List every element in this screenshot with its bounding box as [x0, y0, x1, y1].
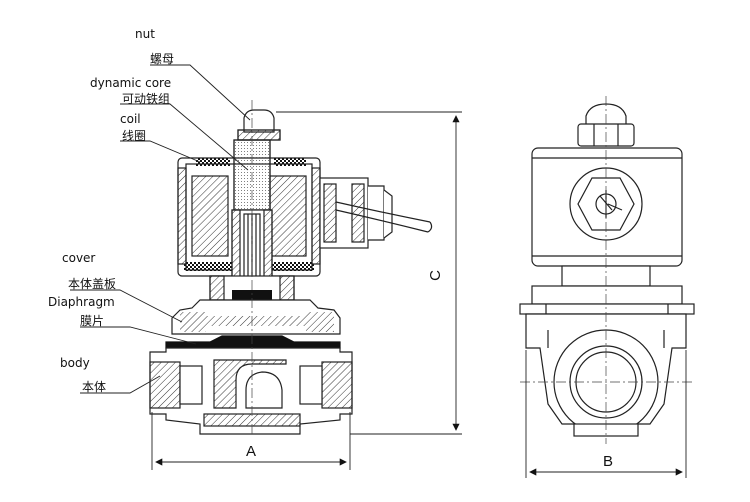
cover-label-zh: 本体盖板: [68, 277, 117, 291]
diaphragm-label-en: Diaphragm: [48, 295, 115, 309]
dimension-a-label: A: [246, 443, 257, 460]
body-label-en: body: [60, 356, 90, 370]
body-label-zh: 本体: [82, 380, 107, 394]
body-part: [149, 347, 353, 435]
dimension-a: [151, 412, 351, 470]
dynamic-core-label-en: dynamic core: [90, 76, 172, 90]
coil-label-en: coil: [120, 112, 141, 126]
side-view: [519, 96, 695, 478]
dynamic-core-label-zh: 可动铁组: [122, 92, 171, 106]
dimension-c: [276, 111, 462, 435]
section-view: [70, 64, 462, 470]
side-coil: [531, 147, 683, 267]
dimension-b: [525, 350, 687, 478]
diaphragm-label-zh: 膜片: [80, 314, 105, 328]
nut-label-zh: 螺母: [150, 52, 175, 66]
nut-label-en: nut: [135, 27, 155, 41]
dimension-b-label: B: [603, 453, 614, 470]
side-cover: [519, 285, 695, 315]
leader-lines: [70, 64, 251, 394]
coil-label-zh: 线圈: [122, 129, 147, 143]
cable-connector-part: [319, 177, 433, 249]
cover-part: [171, 299, 341, 335]
cover-label-en: cover: [62, 251, 96, 265]
